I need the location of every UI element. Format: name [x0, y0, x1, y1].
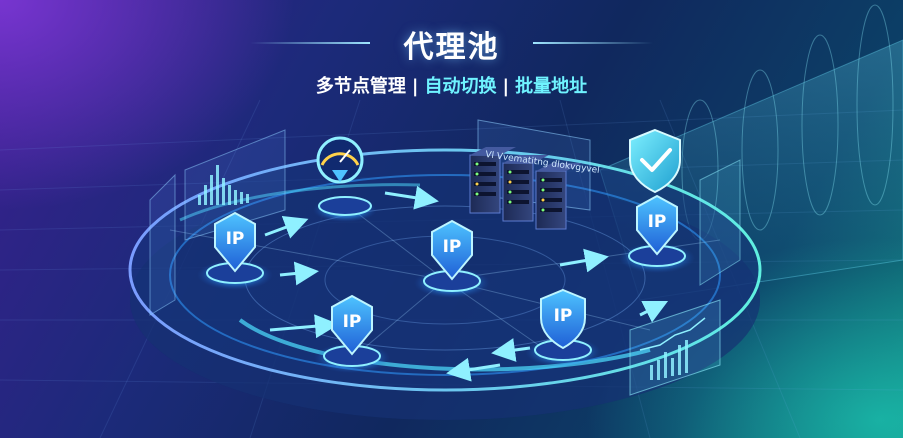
- ip-node-label: IP: [648, 212, 667, 232]
- ip-node: IP: [525, 288, 601, 367]
- shield-check-icon: [629, 128, 681, 194]
- feature-separator: |: [411, 76, 419, 97]
- location-pin-icon: [636, 194, 678, 256]
- location-pin-icon: [431, 219, 473, 281]
- shield-icon: [540, 288, 586, 350]
- title-divider-left: [250, 42, 370, 44]
- feature-auto-switch: 自动切换: [424, 76, 497, 97]
- ip-node-label: IP: [554, 306, 573, 326]
- ip-node-label: IP: [226, 229, 245, 249]
- ip-node-group: IP IP IP IP IP: [197, 194, 695, 373]
- title-divider-right: [533, 42, 653, 44]
- left-glass-panel: [149, 129, 286, 316]
- flow-arrows: [264, 185, 669, 382]
- location-pin-icon: [214, 211, 256, 273]
- bar-chart-icon: [198, 165, 249, 205]
- ip-node-label: IP: [443, 237, 462, 257]
- feature-list: 多节点管理|自动切换|批量地址: [0, 72, 903, 98]
- feature-multi-node: 多节点管理: [315, 76, 406, 97]
- location-pin-icon: [331, 294, 373, 356]
- ip-node: IP: [619, 194, 695, 273]
- page-title: 代理池: [403, 30, 500, 65]
- feature-batch-address: 批量地址: [515, 76, 588, 97]
- ip-node: IP: [197, 211, 273, 290]
- ip-node-label: IP: [343, 312, 362, 332]
- ip-node: IP: [414, 219, 490, 298]
- right-glass-panel: [629, 159, 741, 396]
- feature-separator: |: [502, 76, 510, 97]
- server-rack-icon: [469, 147, 582, 230]
- speedometer-icon: [313, 136, 377, 222]
- ip-node: IP: [314, 294, 390, 373]
